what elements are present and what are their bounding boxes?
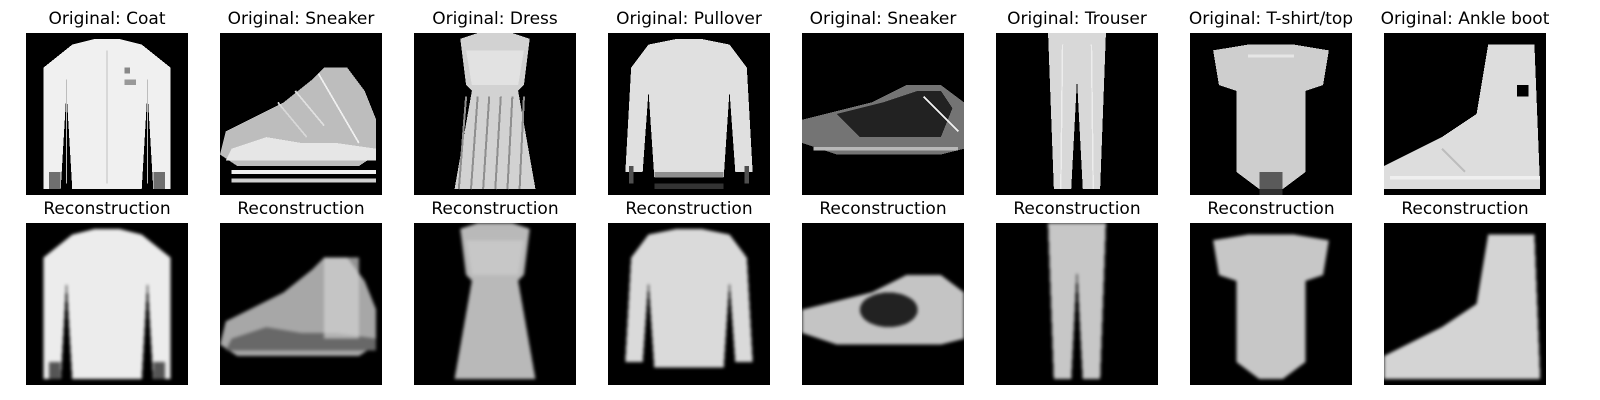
original-title-tshirt: Original: T-shirt/top: [1188, 9, 1354, 29]
sneaker-high-original-svg: [220, 33, 382, 195]
original-title-coat: Original: Coat: [48, 9, 166, 29]
sneaker-high-reconstruction-svg: [220, 223, 382, 385]
reconstruction-image-dress: [414, 223, 576, 385]
original-title-ankle-boot: Original: Ankle boot: [1380, 9, 1550, 29]
original-image-tshirt: [1190, 33, 1352, 195]
reconstruction-panel-dress: Reconstruction: [414, 190, 576, 385]
original-panel-dress: Original: Dress: [414, 0, 576, 195]
coat-original-svg: [26, 33, 188, 195]
reconstruction-panel-coat: Reconstruction: [26, 190, 188, 385]
reconstruction-title-sneaker-low: Reconstruction: [819, 199, 947, 219]
tshirt-original-svg: [1190, 33, 1352, 195]
original-title-pullover: Original: Pullover: [616, 9, 762, 29]
reconstruction-title-pullover: Reconstruction: [625, 199, 753, 219]
reconstruction-image-sneaker-low: [802, 223, 964, 385]
reconstruction-row: Reconstruction Reconstruction Reconstruc…: [0, 190, 1600, 385]
reconstruction-image-ankle-boot: [1384, 223, 1546, 385]
original-title-sneaker-low: Original: Sneaker: [809, 9, 957, 29]
reconstruction-title-coat: Reconstruction: [43, 199, 171, 219]
original-panel-sneaker-low: Original: Sneaker: [802, 0, 964, 195]
pullover-original-svg: [608, 33, 770, 195]
original-panel-trouser: Original: Trouser: [996, 0, 1158, 195]
reconstruction-panel-sneaker-high: Reconstruction: [220, 190, 382, 385]
reconstruction-panel-tshirt: Reconstruction: [1190, 190, 1352, 385]
sneaker-low-reconstruction-svg: [802, 223, 964, 385]
reconstruction-panel-sneaker-low: Reconstruction: [802, 190, 964, 385]
reconstruction-panel-pullover: Reconstruction: [608, 190, 770, 385]
sneaker-low-original-svg: [802, 33, 964, 195]
original-title-sneaker-high: Original: Sneaker: [227, 9, 375, 29]
original-image-trouser: [996, 33, 1158, 195]
original-panel-pullover: Original: Pullover: [608, 0, 770, 195]
original-image-coat: [26, 33, 188, 195]
dress-original-svg: [414, 33, 576, 195]
reconstruction-image-trouser: [996, 223, 1158, 385]
reconstruction-title-dress: Reconstruction: [431, 199, 559, 219]
reconstruction-panel-ankle-boot: Reconstruction: [1384, 190, 1546, 385]
original-panel-ankle-boot: Original: Ankle boot: [1381, 0, 1549, 195]
original-panel-sneaker-high: Original: Sneaker: [220, 0, 382, 195]
dress-reconstruction-svg: [414, 223, 576, 385]
reconstruction-image-tshirt: [1190, 223, 1352, 385]
original-image-dress: [414, 33, 576, 195]
reconstruction-title-ankle-boot: Reconstruction: [1401, 199, 1529, 219]
original-title-dress: Original: Dress: [432, 9, 558, 29]
reconstruction-panel-trouser: Reconstruction: [996, 190, 1158, 385]
ankle-boot-original-svg: [1384, 33, 1546, 195]
pullover-reconstruction-svg: [608, 223, 770, 385]
original-image-sneaker-low: [802, 33, 964, 195]
tshirt-reconstruction-svg: [1190, 223, 1352, 385]
original-panel-coat: Original: Coat: [26, 0, 188, 195]
original-image-sneaker-high: [220, 33, 382, 195]
reconstruction-image-sneaker-high: [220, 223, 382, 385]
coat-reconstruction-svg: [26, 223, 188, 385]
reconstruction-title-tshirt: Reconstruction: [1207, 199, 1335, 219]
reconstruction-title-trouser: Reconstruction: [1013, 199, 1141, 219]
trouser-original-svg: [996, 33, 1158, 195]
original-panel-tshirt: Original: T-shirt/top: [1189, 0, 1353, 195]
trouser-reconstruction-svg: [996, 223, 1158, 385]
original-title-trouser: Original: Trouser: [1007, 9, 1147, 29]
reconstruction-image-pullover: [608, 223, 770, 385]
reconstruction-image-coat: [26, 223, 188, 385]
reconstruction-title-sneaker-high: Reconstruction: [237, 199, 365, 219]
original-row: Original: Coat Original: Sneaker Origina…: [0, 0, 1600, 195]
original-image-pullover: [608, 33, 770, 195]
original-image-ankle-boot: [1384, 33, 1546, 195]
ankle-boot-reconstruction-svg: [1384, 223, 1546, 385]
